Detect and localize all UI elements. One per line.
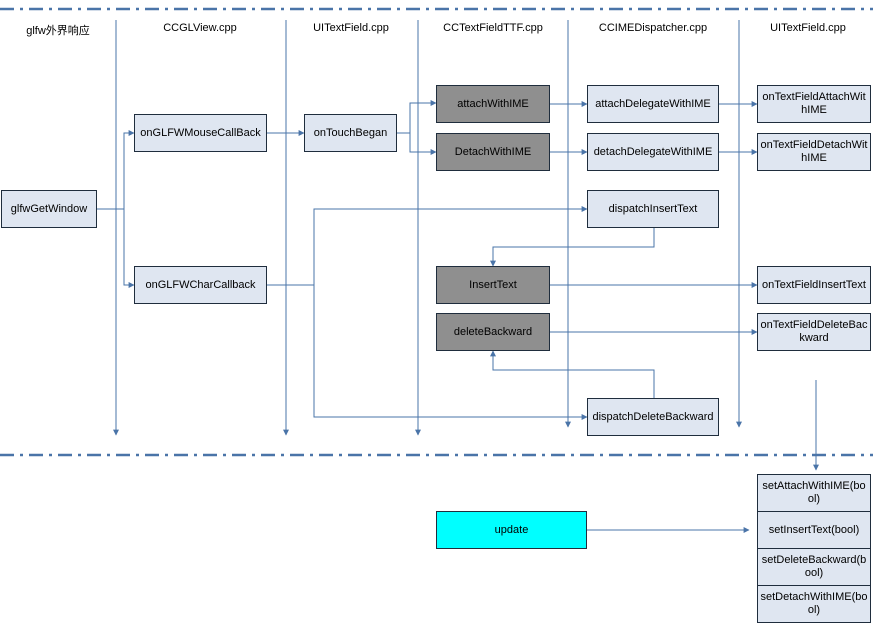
dispatch-insert-box: dispatchInsertText (587, 190, 719, 228)
connector (123, 209, 135, 288)
connector (97, 130, 135, 210)
header-glfw: glfw外界响应 (26, 25, 90, 37)
insert-text-box: InsertText (436, 266, 550, 304)
detach-delegate-box: detachDelegateWithIME (587, 133, 719, 171)
connector (409, 133, 437, 155)
on-detach-box: onTextFieldDetachWithIME (757, 133, 871, 171)
header-uitextfield-2: UITextField.cpp (770, 22, 846, 34)
on-attach-box: onTextFieldAttachWithIME (757, 85, 871, 123)
connector (313, 285, 588, 420)
header-uitextfield: UITextField.cpp (313, 22, 389, 34)
detach-with-ime-box: DetachWithIME (436, 133, 550, 171)
dispatch-delete-box: dispatchDeleteBackward (587, 398, 719, 436)
set-insert-box: setInsertText(bool) (757, 511, 871, 549)
connector (397, 100, 437, 134)
delete-backward-box: deleteBackward (436, 313, 550, 351)
attach-with-ime-box: attachWithIME (436, 85, 550, 123)
on-insert-box: onTextFieldInsertText (757, 266, 871, 304)
header-ccimedispatcher: CCIMEDispatcher.cpp (598, 22, 708, 34)
glfw-get-window-box: glfwGetWindow (1, 190, 97, 228)
on-char-callback-box: onGLFWCharCallback (134, 266, 267, 304)
connector (267, 206, 588, 286)
header-ccglview: CCGLView.cpp (163, 22, 237, 34)
set-delete-box: setDeleteBackward(bool) (757, 548, 871, 586)
set-attach-box: setAttachWithIME(bool) (757, 474, 871, 512)
connector (490, 228, 655, 267)
connector (490, 350, 655, 398)
on-touch-began-box: onTouchBegan (304, 114, 397, 152)
on-mouse-callback-box: onGLFWMouseCallBack (134, 114, 267, 152)
attach-delegate-box: attachDelegateWithIME (587, 85, 719, 123)
update-box: update (436, 511, 587, 549)
header-cctextfieldttf: CCTextFieldTTF.cpp (443, 22, 543, 34)
on-delete-box: onTextFieldDeleteBackward (757, 313, 871, 351)
set-detach-box: setDetachWithIME(bool) (757, 585, 871, 623)
